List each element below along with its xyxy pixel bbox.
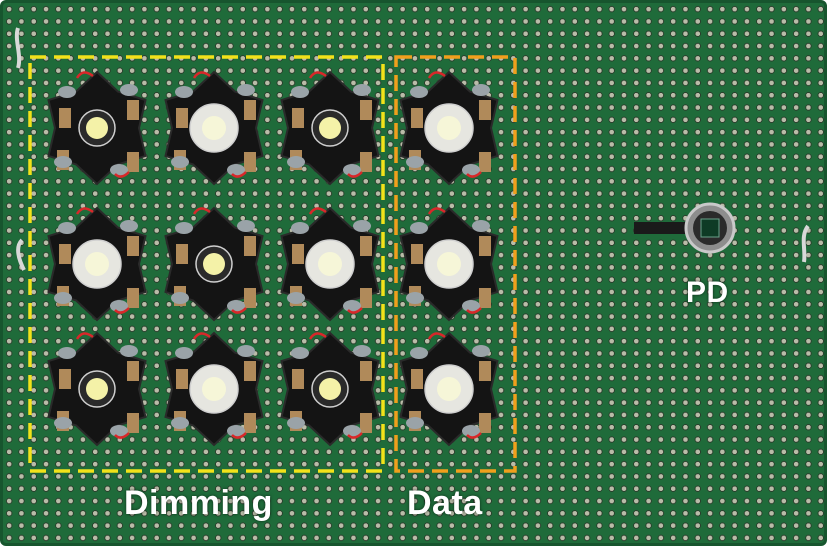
led-module — [280, 70, 380, 186]
led-module — [164, 206, 264, 322]
led-module — [47, 70, 147, 186]
led-module — [399, 70, 499, 186]
dimming-label: Dimming — [124, 484, 273, 522]
photodiode-sensor — [634, 202, 736, 254]
led-module — [47, 206, 147, 322]
led-module — [47, 331, 147, 447]
led-module — [280, 206, 380, 322]
left-wires — [14, 27, 810, 271]
led-module — [280, 331, 380, 447]
led-module — [399, 331, 499, 447]
dimming-region-box — [28, 55, 385, 473]
led-array — [47, 70, 499, 447]
led-module — [164, 70, 264, 186]
data-label: Data — [407, 484, 483, 522]
led-module — [164, 331, 264, 447]
data-region-box — [394, 55, 517, 473]
led-module — [399, 206, 499, 322]
pd-label: PD — [686, 276, 729, 309]
